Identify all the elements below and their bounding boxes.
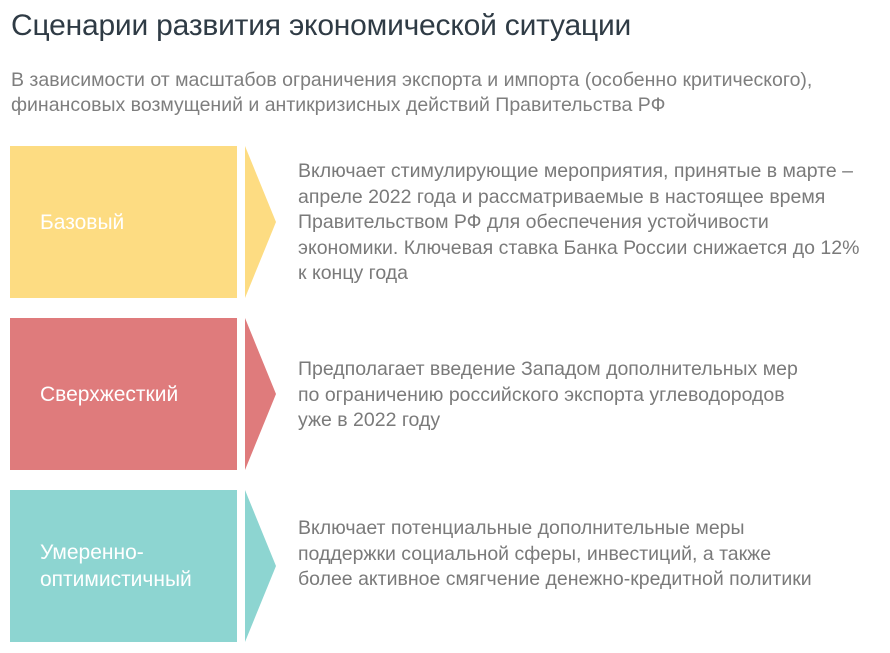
scenario-row-super-strict: Сверхжесткий Предполагает введение Запад… xyxy=(0,318,890,470)
scenario-row-moderate-optimistic: Умеренно-оптимистичный Включает потенциа… xyxy=(0,490,890,642)
scenario-description: Включает потенциальные дополнительные ме… xyxy=(298,517,812,590)
scenario-label-box: Сверхжесткий xyxy=(10,318,237,470)
chevron-right-arrow-icon xyxy=(245,490,276,642)
scenario-label-box: Базовый xyxy=(10,146,237,298)
page-title: Сценарии развития экономической ситуации xyxy=(11,9,632,42)
scenario-label: Умеренно-оптимистичный xyxy=(40,541,192,591)
scenario-label-box: Умеренно-оптимистичный xyxy=(10,490,237,642)
scenario-row-base: Базовый Включает стимулирующие мероприят… xyxy=(0,146,890,298)
chevron-right-arrow-icon xyxy=(245,146,276,298)
chevron-right-arrow-icon xyxy=(245,318,276,470)
scenario-description: Включает стимулирующие мероприятия, прин… xyxy=(298,160,860,284)
page-subtitle: В зависимости от масштабов ограничения э… xyxy=(11,69,813,116)
scenario-label: Сверхжесткий xyxy=(40,382,179,406)
scenario-description: Предполагает введение Западом дополнител… xyxy=(298,358,798,431)
scenario-label: Базовый xyxy=(40,210,125,234)
